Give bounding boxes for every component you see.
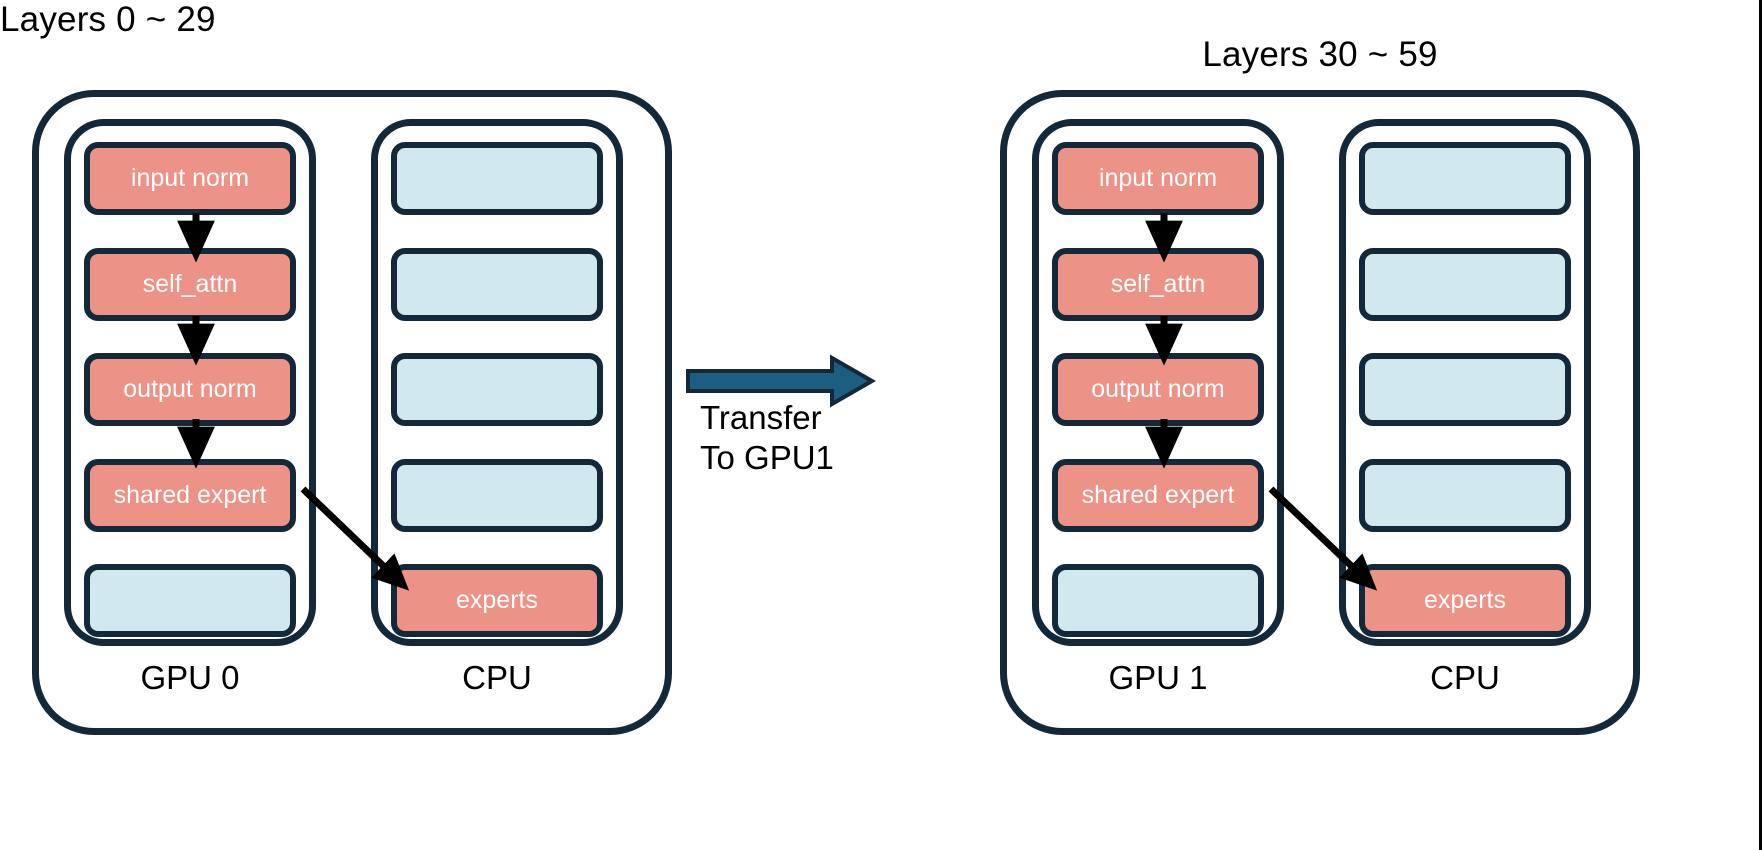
block-gpu-placeholder[interactable] [84,564,296,637]
block-cpu-placeholder-2[interactable] [391,247,603,321]
block-self-attn[interactable]: self_attn [84,247,296,321]
column-cpu-1: experts [1339,119,1591,646]
device-group-0: input norm self_attn output norm shared … [32,90,672,735]
slot-stack-gpu-1: input norm self_attn output norm shared … [1052,142,1264,637]
column-label-gpu-0: GPU 0 [140,659,240,696]
column-label-cpu-1: CPU [1430,659,1500,696]
block-cpu-placeholder-3[interactable] [1359,353,1571,426]
block-experts[interactable]: experts [391,564,603,637]
block-input-norm[interactable]: input norm [84,142,296,215]
block-self-attn[interactable]: self_attn [1052,247,1264,321]
block-cpu-placeholder-3[interactable] [391,353,603,426]
block-output-norm[interactable]: output norm [84,353,296,426]
block-cpu-placeholder-2[interactable] [1359,247,1571,321]
slot-stack-cpu-1: experts [1359,142,1571,637]
block-input-norm[interactable]: input norm [1052,142,1264,215]
block-output-norm[interactable]: output norm [1052,353,1264,426]
block-cpu-placeholder-1[interactable] [1359,142,1571,215]
column-label-cpu-0: CPU [462,659,532,696]
block-cpu-placeholder-1[interactable] [391,142,603,215]
block-cpu-placeholder-4[interactable] [1359,458,1571,532]
group-caption-1: Layers 30 ~ 59 [1202,35,1438,74]
block-cpu-placeholder-4[interactable] [391,458,603,532]
group-caption-0: Layers 0 ~ 29 [0,0,216,39]
slot-stack-gpu-0: input norm self_attn output norm shared … [84,142,296,637]
device-group-1: input norm self_attn output norm shared … [1000,90,1640,735]
column-gpu-1: input norm self_attn output norm shared … [1032,119,1284,646]
block-shared-expert[interactable]: shared expert [1052,458,1264,532]
block-gpu-placeholder[interactable] [1052,564,1264,637]
block-shared-expert[interactable]: shared expert [84,458,296,532]
column-gpu-0: input norm self_attn output norm shared … [64,119,316,646]
transfer-label: Transfer To GPU1 [700,399,834,477]
block-experts[interactable]: experts [1359,564,1571,637]
column-label-gpu-1: GPU 1 [1108,659,1208,696]
column-cpu-0: experts [371,119,623,646]
slot-stack-cpu-0: experts [391,142,603,637]
